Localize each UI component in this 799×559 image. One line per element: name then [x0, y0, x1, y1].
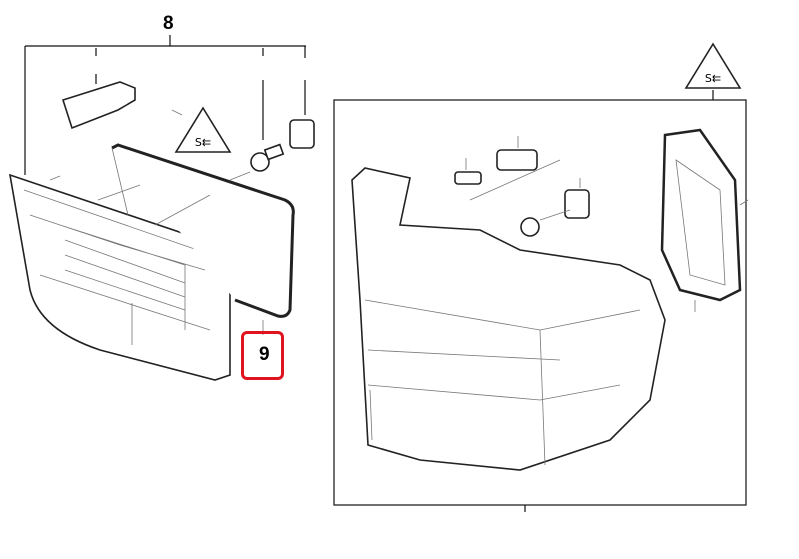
bulb-2[interactable]	[520, 217, 540, 237]
bulb-small[interactable]	[454, 171, 482, 185]
bulb-socket-2[interactable]	[496, 149, 538, 171]
bulb-socket[interactable]	[289, 119, 315, 149]
bulb[interactable]	[250, 143, 285, 172]
clip[interactable]	[61, 81, 136, 130]
part-label-8[interactable]: 8	[163, 13, 174, 34]
gasket-seal[interactable]	[111, 143, 295, 318]
svg-text:S⇇: S⇇	[195, 136, 211, 149]
callout-bracket-8	[24, 35, 306, 175]
inner-tail-lamp[interactable]	[8, 173, 231, 381]
part-label-9[interactable]: 9	[259, 344, 270, 365]
warning-triangle-icon-2: S⇇	[684, 42, 742, 89]
outer-tail-lamp[interactable]	[351, 167, 666, 471]
svg-text:S⇇: S⇇	[705, 72, 721, 85]
outer-lamp-frame	[333, 99, 747, 506]
outer-gasket[interactable]	[660, 128, 742, 302]
bulb-socket-3[interactable]	[564, 189, 590, 219]
highlight-box	[241, 331, 284, 380]
warning-triangle-icon: S⇇	[174, 106, 232, 153]
